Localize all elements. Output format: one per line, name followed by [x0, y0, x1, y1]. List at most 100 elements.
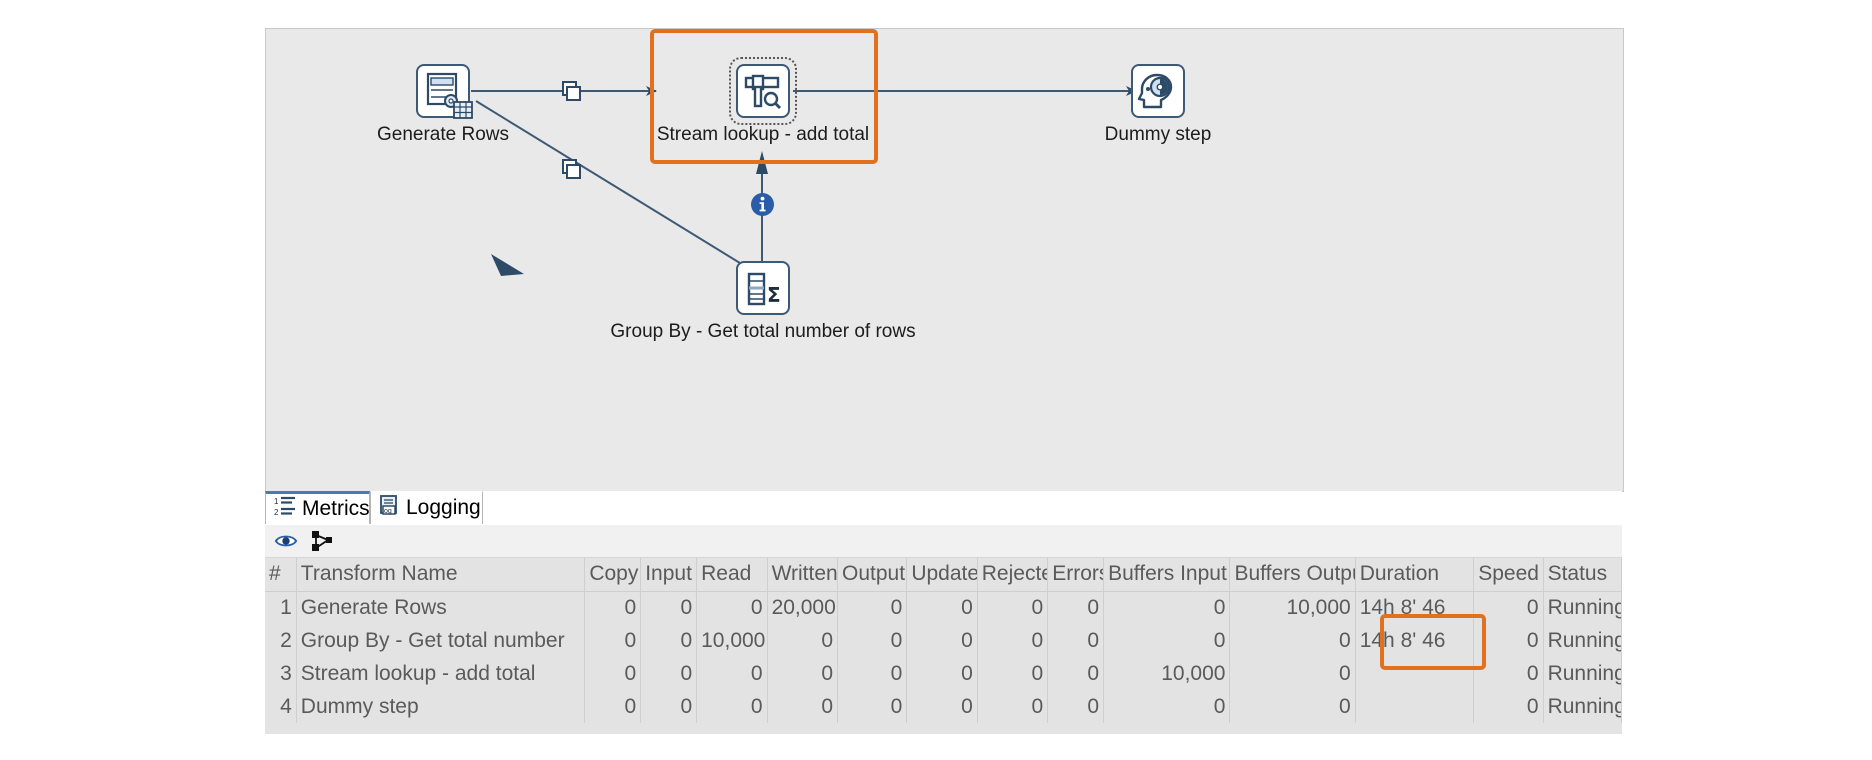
node-icon-box[interactable] — [1131, 64, 1185, 118]
svg-text:2: 2 — [274, 508, 279, 517]
cell-rejected: 0 — [977, 657, 1049, 690]
cell-errors: 0 — [1047, 690, 1105, 723]
cell-num: 3 — [265, 657, 297, 690]
cell-input: 0 — [640, 591, 698, 624]
tab-logging[interactable]: og Logging — [370, 491, 483, 524]
cell-output: 0 — [837, 690, 908, 723]
cell-rejected: 0 — [977, 690, 1049, 723]
column-header-rejected[interactable]: Rejected — [977, 558, 1049, 592]
node-icon-box[interactable]: Σ — [736, 261, 790, 315]
cell-duration — [1355, 657, 1475, 690]
cell-written: 20,000 — [767, 591, 839, 624]
cell-buffers_out: 0 — [1229, 657, 1356, 690]
cell-buffers_out: 0 — [1229, 690, 1356, 723]
cell-updated: 0 — [906, 690, 978, 723]
column-header-copy[interactable]: Copy — [584, 558, 642, 592]
cell-input: 0 — [640, 690, 698, 723]
cell-name: Stream lookup - add total — [296, 657, 586, 690]
cell-num: 2 — [265, 624, 297, 657]
cell-speed: 0 — [1473, 690, 1544, 723]
cell-status: Running — [1543, 657, 1622, 690]
cell-name: Group By - Get total number — [296, 624, 586, 657]
cell-copy: 0 — [584, 690, 642, 723]
cell-rejected: 0 — [977, 591, 1049, 624]
cell-updated: 0 — [906, 591, 978, 624]
column-header-duration[interactable]: Duration — [1355, 558, 1475, 592]
cell-read: 0 — [696, 591, 768, 624]
node-group-by[interactable]: Σ Group By - Get total number of rows — [610, 261, 916, 342]
cell-written: 0 — [767, 690, 839, 723]
cell-speed: 0 — [1473, 657, 1544, 690]
dummy-step-icon — [1137, 73, 1173, 109]
node-icon-box[interactable] — [736, 64, 790, 118]
cell-buffers_out: 10,000 — [1229, 591, 1356, 624]
node-dummy-step[interactable]: Dummy step — [1105, 64, 1211, 145]
cell-read: 0 — [696, 657, 768, 690]
eye-icon[interactable] — [274, 529, 298, 553]
cell-buffers_in: 0 — [1103, 624, 1231, 657]
cell-buffers_out: 0 — [1229, 624, 1356, 657]
svg-text:1: 1 — [274, 497, 279, 506]
node-graph-icon[interactable] — [310, 529, 334, 553]
column-header-name[interactable]: Transform Name — [296, 558, 586, 592]
cell-status: Running — [1543, 690, 1622, 723]
cell-copy: 0 — [584, 624, 642, 657]
cell-buffers_in: 0 — [1103, 591, 1231, 624]
column-header-buffers_in[interactable]: Buffers Input — [1103, 558, 1231, 592]
cell-num: 1 — [265, 591, 297, 624]
cell-errors: 0 — [1047, 624, 1105, 657]
node-generate-rows[interactable]: Generate Rows — [377, 64, 509, 145]
bottom-tabstrip: 1 2 Metrics og Logging — [265, 491, 1622, 526]
cell-num: 4 — [265, 690, 297, 723]
cell-written: 0 — [767, 657, 839, 690]
column-header-updated[interactable]: Updated — [906, 558, 978, 592]
cell-status: Running — [1543, 591, 1622, 624]
grid-badge-icon — [453, 101, 473, 119]
cell-written: 0 — [767, 624, 839, 657]
node-icon-box[interactable] — [416, 64, 473, 119]
cell-name: Dummy step — [296, 690, 586, 723]
cell-buffers_in: 10,000 — [1103, 657, 1231, 690]
column-header-status[interactable]: Status — [1543, 558, 1622, 592]
column-header-errors[interactable]: Errors — [1047, 558, 1105, 592]
cell-updated: 0 — [906, 624, 978, 657]
metrics-toolbar — [265, 525, 1622, 558]
tab-metrics[interactable]: 1 2 Metrics — [265, 491, 370, 524]
column-header-speed[interactable]: Speed — [1473, 558, 1544, 592]
cell-output: 0 — [837, 624, 908, 657]
tab-label-logging: Logging — [406, 496, 481, 519]
cell-read: 0 — [696, 690, 768, 723]
column-header-written[interactable]: Written — [767, 558, 839, 592]
generate-rows-icon — [426, 72, 458, 108]
cell-duration: 14h 8' 46 — [1355, 591, 1475, 624]
pipeline-canvas[interactable]: Generate Rows Stream lookup - add total — [265, 28, 1624, 492]
cell-output: 0 — [837, 657, 908, 690]
cell-errors: 0 — [1047, 591, 1105, 624]
node-stream-lookup[interactable]: Stream lookup - add total — [657, 57, 869, 145]
cell-name: Generate Rows — [296, 591, 586, 624]
cell-speed: 0 — [1473, 624, 1544, 657]
node-label-dummy-step: Dummy step — [1104, 124, 1212, 145]
cell-status: Running — [1543, 624, 1622, 657]
column-header-num[interactable]: # — [265, 558, 297, 592]
cell-duration — [1355, 690, 1475, 723]
log-badge-text: og — [384, 508, 392, 515]
cell-input: 0 — [640, 657, 698, 690]
cell-speed: 0 — [1473, 591, 1544, 624]
stream-lookup-icon — [744, 74, 781, 109]
column-header-buffers_out[interactable]: Buffers Output — [1229, 558, 1356, 592]
column-header-output[interactable]: Output — [837, 558, 908, 592]
svg-text:Σ: Σ — [767, 283, 781, 307]
cell-copy: 0 — [584, 591, 642, 624]
column-header-input[interactable]: Input — [640, 558, 698, 592]
group-by-icon: Σ — [747, 272, 781, 307]
numbered-list-icon: 1 2 — [274, 495, 296, 523]
column-header-read[interactable]: Read — [696, 558, 768, 592]
